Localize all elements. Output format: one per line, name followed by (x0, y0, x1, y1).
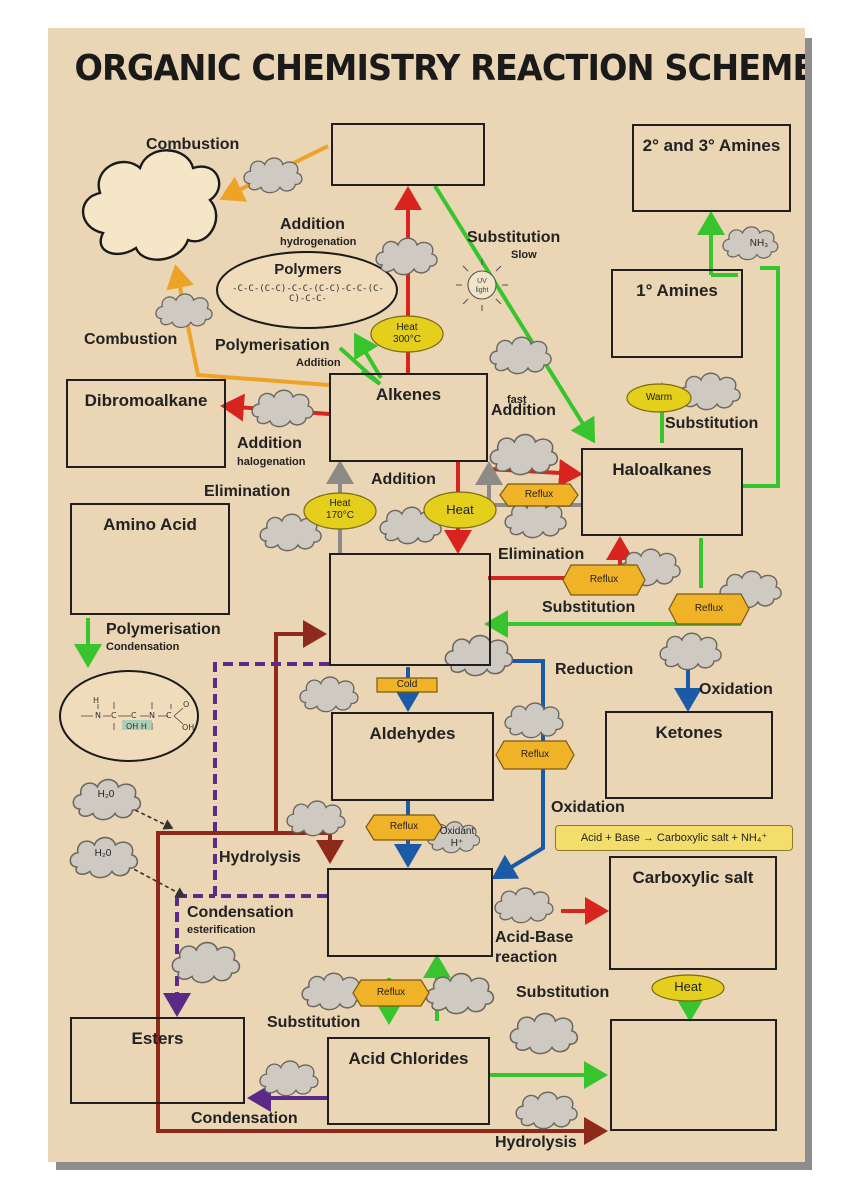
tag-h2o-2: H₂0 (94, 848, 112, 859)
polymers-chain: -C-C-(C-C)-C-C-(C-C)-C-C-(C-C)-C-C- (232, 284, 384, 304)
tag-reflux-4: Reflux (520, 749, 550, 760)
tag-reflux-5: Reflux (389, 821, 419, 832)
tag-warm: Warm (645, 392, 673, 403)
label-condensation-mid: Condensation (187, 904, 294, 921)
box-esters: Esters (70, 1017, 245, 1104)
orange-tags (352, 483, 750, 1007)
box-1-amines-label: 1° Amines (636, 281, 718, 300)
label-halogenation: halogenation (237, 456, 306, 468)
box-ketones: Ketones (605, 711, 773, 799)
box-alkenes-label: Alkenes (375, 385, 442, 404)
label-addition-top: Addition (280, 216, 345, 233)
yellow-tags (303, 315, 725, 1002)
label-substitution-top: Substitution (467, 229, 561, 246)
label-substitution-amines: Substitution (665, 415, 759, 432)
box-aldehydes: Aldehydes (331, 712, 494, 801)
tag-reflux-6: Reflux (376, 987, 406, 998)
tag-reflux-2: Reflux (589, 574, 619, 585)
box-center-blank (329, 553, 491, 666)
water-arrows (127, 809, 186, 898)
box-alkenes: Alkenes (329, 373, 488, 462)
label-slow: Slow (511, 249, 537, 261)
label-addition-mid: Addition (371, 471, 436, 488)
label-combustion-top: Combustion (146, 136, 240, 153)
aa-n1: N (95, 711, 101, 720)
page-title: ORGANIC CHEMISTRY REACTION SCHEME (74, 48, 805, 89)
sun-icon (456, 259, 508, 311)
label-condensation-bottom: Condensation (191, 1110, 298, 1127)
combustion-cloud (81, 149, 221, 261)
molecule-icon (81, 702, 184, 730)
label-hydrolysis-left: Hydrolysis (219, 849, 301, 866)
box-amino-acid: Amino Acid (70, 503, 230, 615)
box-haloalkanes-label: Haloalkanes (612, 460, 712, 479)
label-oxidation-mid: Oxidation (551, 799, 625, 816)
label-condensation-small: Condensation (106, 641, 180, 653)
tag-heat-bottom: Heat (674, 979, 702, 994)
aa-c1: C (111, 711, 117, 720)
label-reaction: reaction (495, 949, 558, 966)
label-substitution-bottom-left: Substitution (267, 1014, 361, 1031)
label-polymerisation-left: Polymerisation (106, 621, 221, 638)
box-haloalkanes: Haloalkanes (581, 448, 743, 536)
purple-arrows (163, 662, 329, 1112)
box-bottom-right-blank (610, 1019, 777, 1131)
box-acid-blank (327, 868, 493, 957)
label-elimination-right: Elimination (498, 546, 585, 563)
label-elimination-left: Elimination (204, 483, 291, 500)
box-acid-chlorides: Acid Chlorides (327, 1037, 490, 1125)
label-hydrogenation: hydrogenation (280, 236, 357, 248)
polymers-title: Polymers (274, 261, 342, 278)
box-23-amines: 2° and 3° Amines (632, 124, 791, 212)
aa-c2: C (131, 711, 137, 720)
label-substitution-bottom: Substitution (516, 984, 610, 1001)
box-acid-chlorides-label: Acid Chlorides (348, 1049, 469, 1068)
aa-c3: C (166, 711, 172, 720)
box-carboxylic-salt: Carboxylic salt (609, 856, 777, 970)
label-combustion-left: Combustion (84, 331, 178, 348)
box-1-amines: 1° Amines (611, 269, 743, 358)
box-top-blank (331, 123, 485, 186)
label-oxidation-top: Oxidation (699, 681, 773, 698)
formula-acid-base: Acid + Base → Carboxylic salt + NH₄⁺ (555, 825, 793, 851)
label-polymerisation-top: Polymerisation (215, 337, 330, 354)
box-dibromoalkane-label: Dibromoalkane (84, 391, 208, 410)
reaction-diagram (59, 144, 782, 1145)
tag-h2o-1: H₂0 (97, 789, 115, 800)
box-aldehydes-label: Aldehydes (369, 724, 456, 743)
box-ketones-label: Ketones (655, 723, 723, 742)
aa-oh-h: OH H (126, 722, 147, 731)
label-addition-left: Addition (237, 435, 302, 452)
tag-nh3: NH₃ (749, 238, 769, 249)
box-esters-label: Esters (131, 1029, 184, 1048)
aa-h1: H (93, 696, 100, 705)
label-addition-fast: Addition (491, 402, 556, 419)
box-23-amines-label: 2° and 3° Amines (642, 136, 781, 155)
tag-reflux-1: Reflux (524, 489, 554, 500)
label-fast: fast (507, 394, 527, 406)
label-acid-base: Acid-Base (495, 929, 574, 946)
label-esterification: esterification (187, 924, 256, 936)
polymers-ellipse (216, 251, 398, 329)
box-carboxylic-salt-label: Carboxylic salt (632, 868, 754, 887)
label-substitution-right: Substitution (542, 599, 636, 616)
tag-heat-mid: Heat (446, 502, 474, 517)
label-reduction: Reduction (555, 661, 634, 678)
aa-o: O (183, 700, 190, 709)
poster: ORGANIC CHEMISTRY REACTION SCHEME 2° and… (48, 28, 805, 1162)
box-amino-acid-label: Amino Acid (103, 515, 197, 534)
box-dibromoalkane: Dibromoalkane (66, 379, 226, 468)
label-hydrolysis-bottom: Hydrolysis (495, 1134, 577, 1151)
label-addition-small: Addition (296, 357, 341, 369)
aa-oh: OH (182, 723, 195, 732)
aa-n2: N (149, 711, 155, 720)
tag-reflux-3: Reflux (694, 603, 724, 614)
tag-cold: Cold (396, 679, 418, 690)
